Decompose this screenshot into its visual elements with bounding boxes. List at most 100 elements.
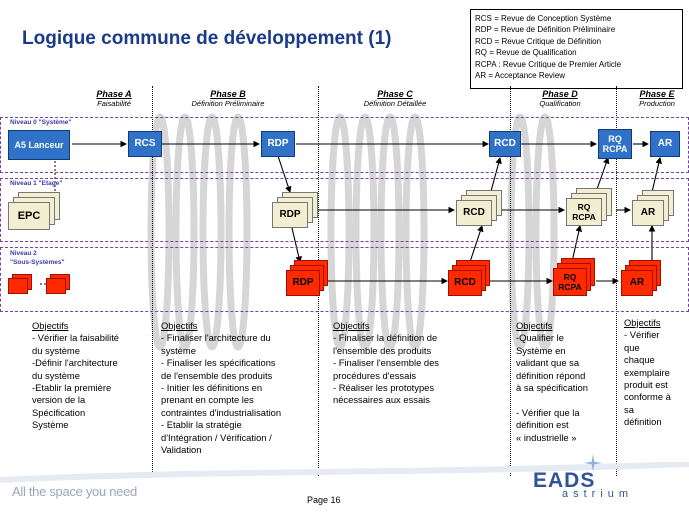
stack-label: RDP xyxy=(279,209,301,220)
legend-item: RDP = Revue de Définition Préliminaire xyxy=(475,25,616,35)
objective-line: conforme à xyxy=(624,391,671,403)
legend-item: RCD = Revue Critique de Définition xyxy=(475,36,602,46)
stack-layer xyxy=(272,202,308,228)
acronym-legend: RCS = Revue de Conception Système RDP = … xyxy=(470,9,683,89)
stack-layer xyxy=(632,200,664,226)
rdp-stage-stack: RDP xyxy=(272,192,320,228)
stack-label: RCD xyxy=(463,207,485,218)
objective-line: à sa spécification xyxy=(516,382,588,394)
legend-item: RCPA : Revue Critique de Premier Article xyxy=(475,59,622,69)
eads-logo: EADS xyxy=(533,469,596,492)
objective-line: -Etablir la première xyxy=(32,382,112,394)
objective-line: définition répond xyxy=(516,369,586,381)
legend-item: RCS = Revue de Conception Système xyxy=(475,14,612,23)
ar-subsystem-stack: AR xyxy=(621,260,663,296)
phase-name: Phase A xyxy=(96,89,132,99)
phase-desc: Faisabilité xyxy=(97,99,131,108)
phase-name: Phase D xyxy=(542,89,578,99)
stack-layer xyxy=(286,270,320,296)
objective-line: système xyxy=(161,344,196,356)
objective-line: - Vérifier que la xyxy=(516,406,580,418)
stack-layer xyxy=(8,202,50,230)
objective-line: -Qualifier le xyxy=(516,332,564,344)
ar-stage-stack: AR xyxy=(632,190,676,226)
page-number: Page 16 xyxy=(307,495,341,505)
rdp-subsystem-stack: RDP xyxy=(286,260,330,296)
objective-line: - Finaliser les spécifications xyxy=(161,357,276,369)
objective-line: l'ensemble des produits xyxy=(333,344,432,356)
epc-connectors xyxy=(40,160,56,285)
objective-line: - Finaliser la définition de xyxy=(333,332,438,344)
objectives-heading: Objectifs xyxy=(516,320,553,331)
objectives-phase-a: Objectifs - Vérifier la faisabilité du s… xyxy=(32,320,152,432)
objective-line: - Réaliser les prototypes xyxy=(333,382,435,394)
rcd-review-box: RCD xyxy=(489,131,521,157)
objective-line: Système xyxy=(32,419,69,431)
rdp-review-box: RDP xyxy=(261,131,295,157)
objective-line: - Finaliser l'architecture du xyxy=(161,332,271,344)
objective-line: de l'ensemble des produits xyxy=(161,369,273,381)
stack-layer xyxy=(448,270,482,296)
stack-label: RDP xyxy=(292,277,314,288)
stack-label: AR xyxy=(629,277,645,288)
phase-name: Phase C xyxy=(377,89,413,99)
stack-layer xyxy=(8,278,28,294)
phase-e-header: Phase E Production xyxy=(625,89,689,108)
objective-line: « industrielle » xyxy=(516,431,577,443)
objective-line xyxy=(516,394,614,406)
objective-line: validant que sa xyxy=(516,357,580,369)
footer-tagline: All the space you need xyxy=(12,484,137,499)
rcd-stage-stack: RCD xyxy=(456,190,504,226)
stack-label: RQ RCPA xyxy=(572,202,596,222)
objective-line: - Initier les définitions en xyxy=(161,382,263,394)
phase-desc: Production xyxy=(639,99,675,108)
phase-separator xyxy=(616,86,617,476)
objectives-heading: Objectifs xyxy=(32,320,69,331)
objective-line: nécessaires aux essais xyxy=(333,394,430,406)
flow-arrows xyxy=(72,140,662,285)
rcd-subsystem-stack: RCD xyxy=(448,260,492,296)
objectives-phase-b: Objectifs - Finaliser l'architecture du … xyxy=(161,320,317,456)
subsystem-mini-a xyxy=(8,274,34,294)
objective-line: - Finaliser l'ensemble des xyxy=(333,357,439,369)
rq-rcpa-subsystem-stack: RQ RCPA xyxy=(553,258,597,296)
stack-label: RQ RCPA xyxy=(558,272,582,292)
objectives-phase-d: Objectifs -Qualifier le Système en valid… xyxy=(516,320,614,444)
objectives-heading: Objectifs xyxy=(624,317,661,328)
epc-stage-stack: EPC xyxy=(8,192,64,230)
phase-desc: Qualification xyxy=(539,99,581,108)
stack-layer xyxy=(456,200,492,226)
rcs-review-box: RCS xyxy=(128,131,162,157)
astrium-logo: astrium xyxy=(562,488,634,500)
legend-item: AR = Acceptance Review xyxy=(475,70,566,80)
objective-line: exemplaire xyxy=(624,366,670,378)
footer-swoosh xyxy=(0,462,689,483)
objective-line: Validation xyxy=(161,444,202,456)
objective-line: du système xyxy=(32,369,80,381)
stack-layer xyxy=(621,270,653,296)
phase-name: Phase B xyxy=(210,89,246,99)
legend-item: RQ = Revue de Qualification xyxy=(475,48,577,58)
stack-layer xyxy=(566,198,602,226)
objective-line: - Vérifier la faisabilité xyxy=(32,332,120,344)
objective-line: Spécification xyxy=(32,406,86,418)
objective-line: Système en xyxy=(516,344,566,356)
rq-rcpa-stage-stack: RQ RCPA xyxy=(566,188,614,226)
phase-d-header: Phase D Qualification xyxy=(520,89,600,108)
objective-line: prenant en compte les xyxy=(161,394,254,406)
phase-separator xyxy=(152,86,153,476)
stack-layer xyxy=(553,268,587,296)
phase-separator xyxy=(510,86,511,476)
stack-layer xyxy=(46,278,66,294)
objectives-heading: Objectifs xyxy=(161,320,198,331)
phase-name: Phase E xyxy=(639,89,675,99)
rq-rcpa-review-box: RQ RCPA xyxy=(598,129,632,159)
phase-desc: Définition Préliminaire xyxy=(191,99,265,108)
objective-line: définition est xyxy=(516,419,569,431)
ar-review-box: AR xyxy=(650,131,680,157)
subsystem-mini-b xyxy=(46,274,72,294)
a5-launcher-box: A5 Lanceur xyxy=(8,130,70,160)
phase-c-header: Phase C Définition Détaillée xyxy=(345,89,445,108)
stack-label: AR xyxy=(640,207,656,218)
objective-line: du système xyxy=(32,344,80,356)
